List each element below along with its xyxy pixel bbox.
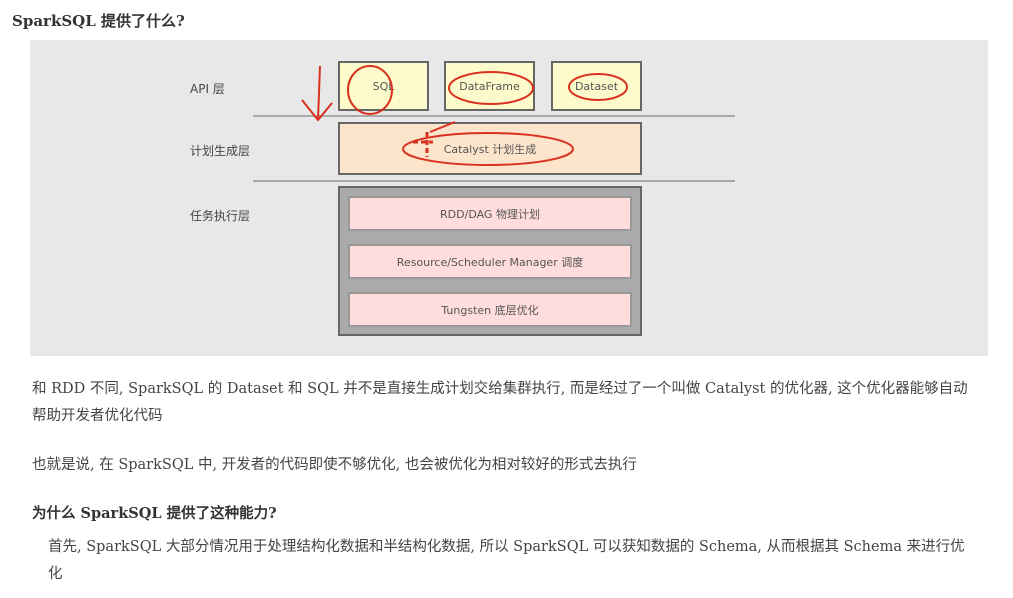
api-box-dataset: Dataset [551,61,642,111]
architecture-diagram: API 层 计划生成层 任务执行层 SQL DataFrame Dataset … [30,40,988,356]
catalyst-box: Catalyst 计划生成 [338,122,642,175]
section-title: SparkSQL 提供了什么? [12,12,185,30]
plan-layer-label: 计划生成层 [190,144,251,158]
layer-divider [253,115,735,117]
paragraph-answer: 首先, SparkSQL 大部分情况用于处理结构化数据和半结构化数据, 所以 S… [48,539,965,582]
paragraph-catalyst: 和 RDD 不同, SparkSQL 的 Dataset 和 SQL 并不是直接… [32,381,968,424]
subheading-why: 为什么 SparkSQL 提供了这种能力? [32,505,277,522]
paragraph-optimization: 也就是说, 在 SparkSQL 中, 开发者的代码即使不够优化, 也会被优化为… [32,457,637,473]
exec-container: RDD/DAG 物理计划 Resource/Scheduler Manager … [338,186,642,336]
layer-divider [253,180,735,182]
api-box-dataframe: DataFrame [444,61,535,111]
api-box-sql: SQL [338,61,429,111]
exec-box-tungsten: Tungsten 底层优化 [348,292,632,327]
api-layer-label: API 层 [190,82,225,96]
exec-box-scheduler: Resource/Scheduler Manager 调度 [348,244,632,279]
exec-box-rdd: RDD/DAG 物理计划 [348,196,632,231]
exec-layer-label: 任务执行层 [190,209,251,223]
